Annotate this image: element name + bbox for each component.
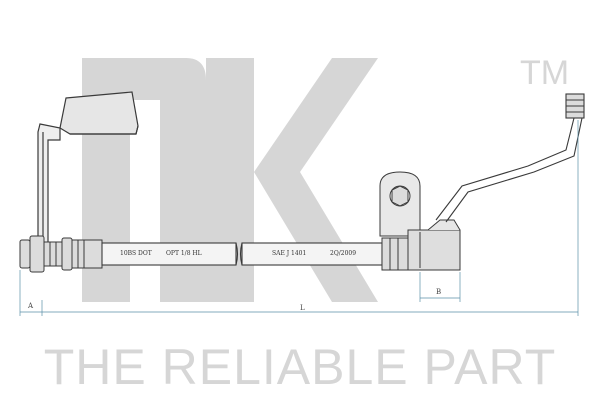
right-fitting <box>379 171 461 271</box>
dimension-lines <box>19 120 579 316</box>
hose-marking-1: 10BS DOT <box>120 250 152 257</box>
metal-pipe <box>435 93 585 223</box>
dimension-a-label: A <box>28 302 34 310</box>
brake-hose <box>101 242 383 266</box>
hose-marking-4: 2Q/2009 <box>330 250 357 257</box>
mounting-bracket <box>37 91 139 251</box>
hose-marking-2: OPT 1/8 HL <box>166 250 202 257</box>
hose-marking-3: SAE J 1401 <box>272 250 307 257</box>
tagline-watermark: THE RELIABLE PART <box>43 339 557 395</box>
dimension-b-label: B <box>436 288 442 296</box>
trademark-mark: TM <box>520 54 570 92</box>
left-fitting <box>19 235 103 273</box>
dimension-l-label: L <box>300 304 305 312</box>
